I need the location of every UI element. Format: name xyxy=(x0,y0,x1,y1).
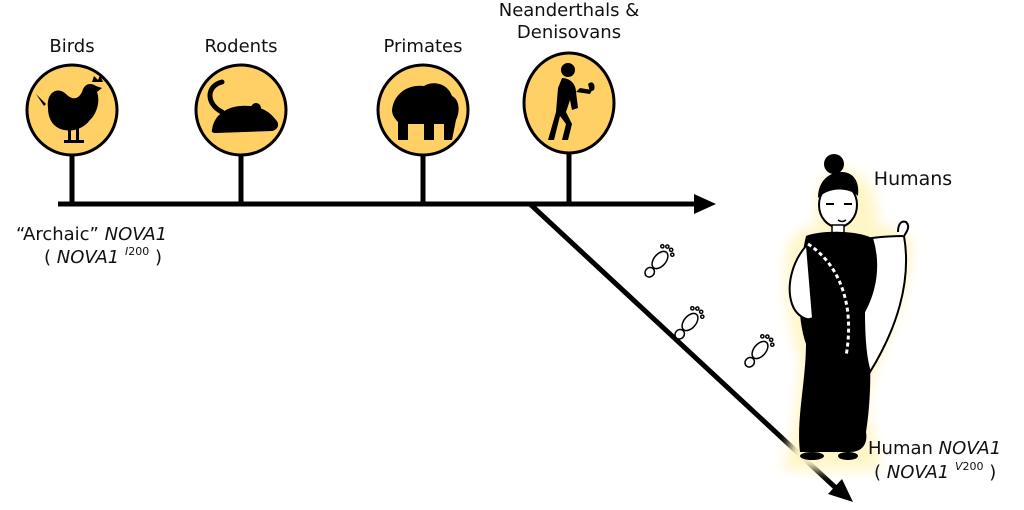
rat-icon xyxy=(207,79,279,133)
human-close-paren: ) xyxy=(989,462,997,483)
primates-label: Primates xyxy=(383,36,463,57)
footprints-icon xyxy=(644,243,775,368)
neanderthals-node xyxy=(522,51,616,155)
human-prefix: Human xyxy=(868,438,933,459)
archaic-quote: “Archaic” xyxy=(16,224,99,245)
archaic-variant-gene: NOVA1 xyxy=(56,247,120,268)
human-open-paren: ( xyxy=(874,462,882,483)
archaic-variant-label: ( NOVA1 I200 ) xyxy=(44,245,163,269)
human-variant-gene: NOVA1 xyxy=(886,462,950,483)
rodents-node xyxy=(194,63,288,157)
archaic-gene: NOVA1 xyxy=(104,224,168,245)
human-gene: NOVA1 xyxy=(938,438,1002,459)
branch-axis xyxy=(528,202,840,492)
birds-label: Birds xyxy=(49,36,95,57)
archaic-open-paren: ( xyxy=(44,247,52,268)
human-variant-letter: V xyxy=(955,460,963,473)
rodents-label: Rodents xyxy=(204,36,278,57)
timeline-arrowhead xyxy=(694,194,716,214)
humans-label: Humans xyxy=(873,168,953,190)
primates-node xyxy=(376,63,470,157)
archaic-variant-pos: 200 xyxy=(128,245,150,258)
hominin-icon xyxy=(548,63,595,140)
archaic-close-paren: ) xyxy=(154,247,163,268)
neanderthals-denisovans-label: Neanderthals & Denisovans xyxy=(498,0,640,43)
human-variant-pos: 200 xyxy=(962,460,984,473)
chicken-icon xyxy=(36,75,103,143)
archaic-nova1-label: “Archaic” NOVA1 xyxy=(16,224,167,246)
branch-arrowhead xyxy=(828,479,853,502)
archaic-variant-letter: I xyxy=(125,245,129,258)
birds-node xyxy=(25,63,119,157)
human-variant-label: ( NOVA1 V200 ) xyxy=(874,460,997,484)
human-nova1-label: Human NOVA1 xyxy=(868,438,1001,460)
woman-in-sari-icon xyxy=(782,154,913,470)
gorilla-icon xyxy=(392,83,459,140)
